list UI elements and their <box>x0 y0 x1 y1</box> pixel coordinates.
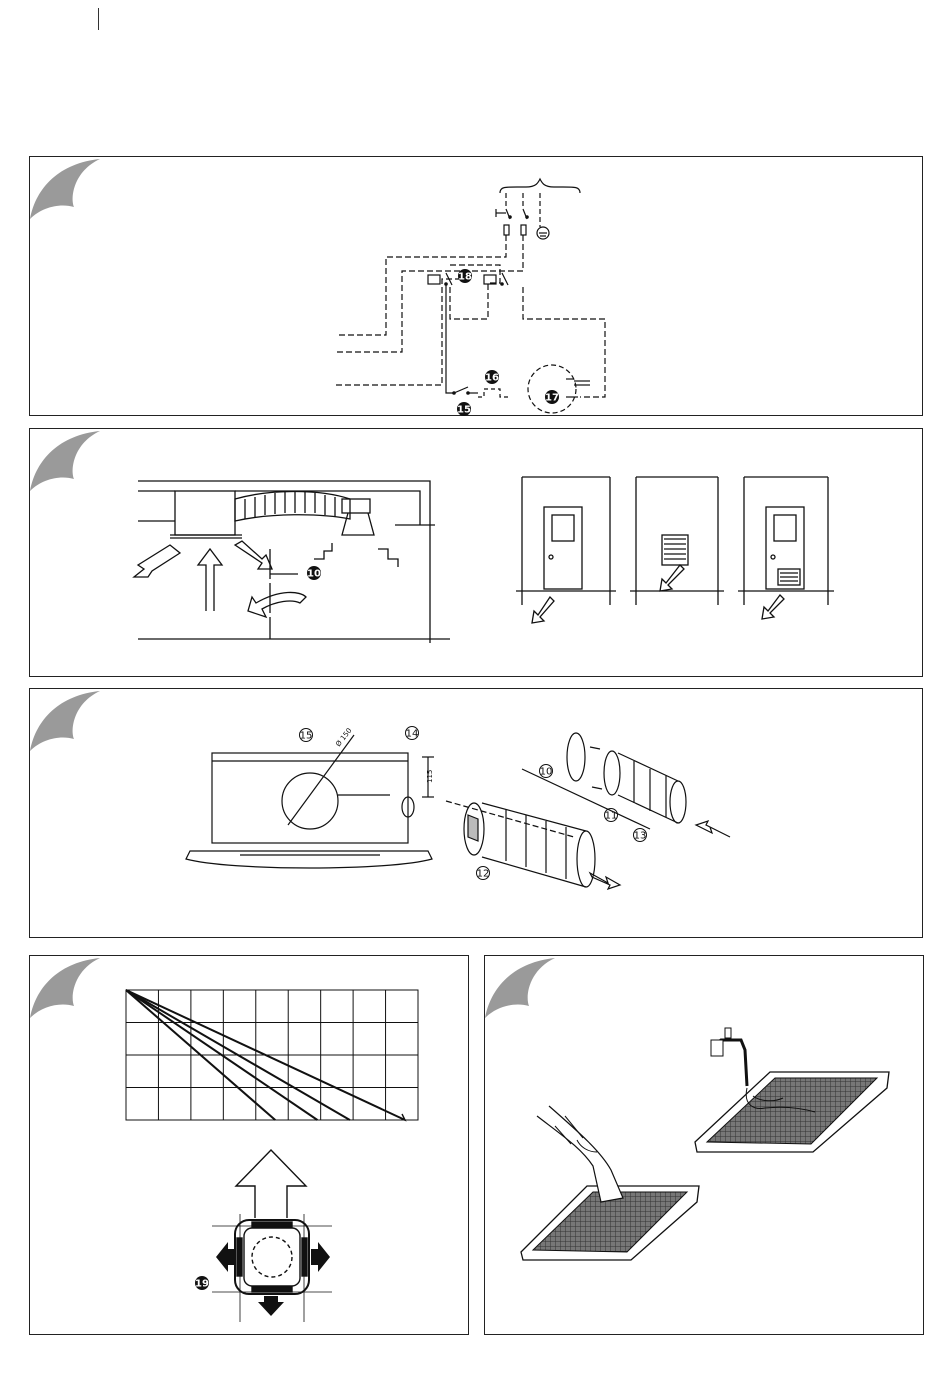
duct-number: 13 <box>634 831 647 842</box>
callout-flange: 10 <box>540 765 553 778</box>
airflow-chart: 19 <box>30 956 470 1336</box>
safety-number: 16 <box>485 373 499 384</box>
height-dimension: 115 <box>426 770 434 783</box>
filter-number: 12 <box>477 869 490 880</box>
callout-duct: 13 <box>634 829 647 842</box>
margin-rule <box>98 8 99 30</box>
relay-number: 18 <box>458 272 472 283</box>
installation-illustration: 10 <box>30 429 924 678</box>
installation-panel: 10 <box>29 428 923 677</box>
callout-side-port: 14 <box>406 727 419 740</box>
diameter-dimension: Ø 150 <box>334 727 353 749</box>
filter-cleaning-panel <box>484 955 924 1335</box>
flange-number: 10 <box>540 767 553 778</box>
callout-screw: 11 <box>605 809 618 822</box>
switch-callout: 15 <box>457 402 471 416</box>
wiring-schematic: 18 16 15 17 <box>30 157 924 417</box>
side-port-number: 14 <box>406 729 419 740</box>
switch-number: 15 <box>457 405 471 416</box>
relay-callout: 18 <box>458 269 472 283</box>
filter-cleaning-illustration <box>485 956 925 1336</box>
screw-number: 11 <box>605 811 618 822</box>
fresh-air-illustration: Ø 150 115 15 14 10 11 13 12 <box>30 689 924 939</box>
fresh-air-panel: Ø 150 115 15 14 10 11 13 12 <box>29 688 923 938</box>
duct-number: 10 <box>307 569 321 580</box>
wiring-diagram-panel: 18 16 15 17 <box>29 156 923 416</box>
chart-series-arrowhead <box>399 1114 405 1120</box>
opening-number: 15 <box>300 731 313 742</box>
duct-callout: 10 <box>307 566 321 580</box>
callout-filter: 12 <box>477 867 490 880</box>
fan-number: 17 <box>545 393 559 404</box>
callout-opening: 15 <box>300 729 313 742</box>
airflow-arrows <box>216 1242 330 1316</box>
filter-vacuuming <box>521 1106 699 1260</box>
unit-number: 19 <box>195 1279 209 1290</box>
filter-washing <box>695 1028 889 1152</box>
safety-callout: 16 <box>485 370 499 384</box>
airflow-panel: 19 <box>29 955 469 1335</box>
unit-callout: 19 <box>195 1276 209 1290</box>
fan-callout: 17 <box>545 390 559 404</box>
